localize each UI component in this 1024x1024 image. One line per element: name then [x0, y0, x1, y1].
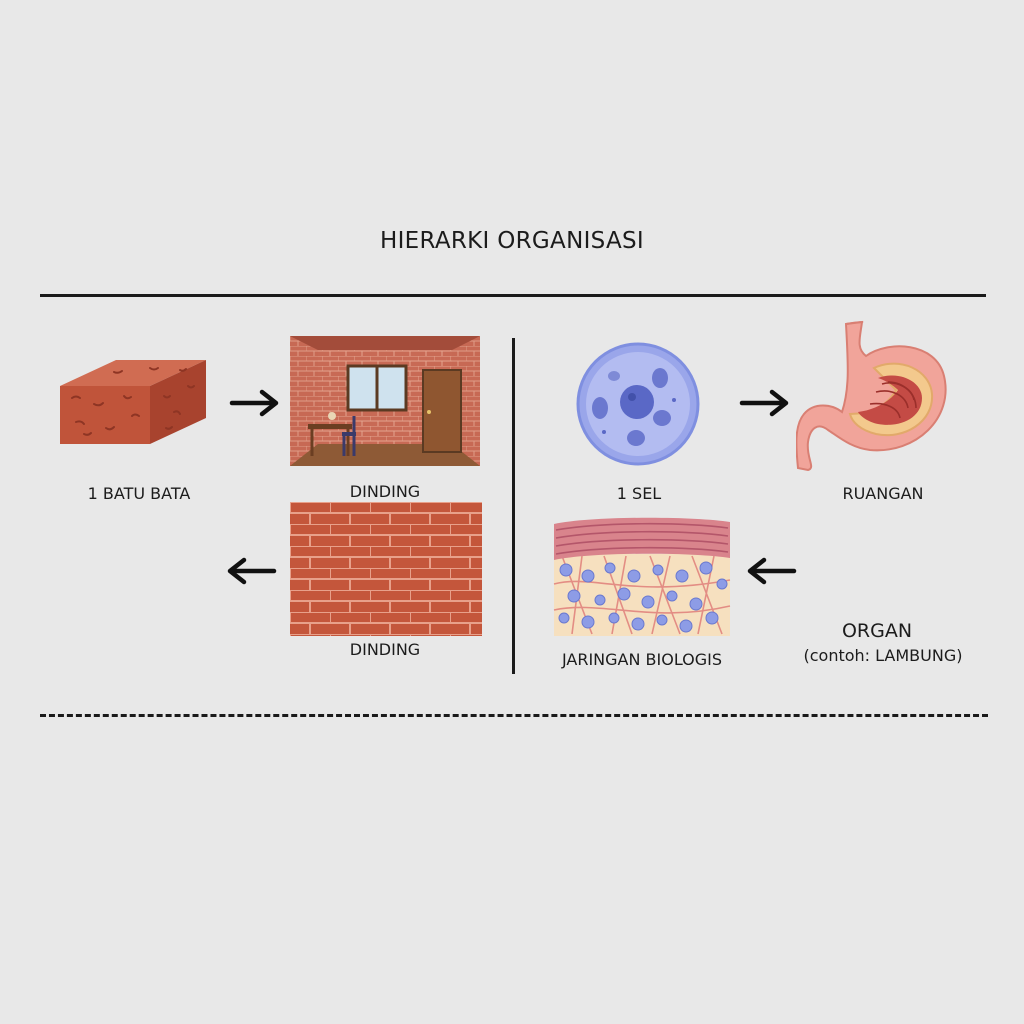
brick-wall-icon: [290, 502, 482, 636]
arrow-left-icon: [742, 556, 798, 586]
stomach-label: RUANGAN: [842, 484, 924, 503]
brick-icon: [54, 346, 212, 456]
page-title: HIERARKI ORGANISASI: [379, 228, 645, 254]
dashed-separator: [40, 714, 988, 717]
stomach-icon: [796, 318, 956, 474]
tissue-icon: [552, 514, 732, 638]
brick-room-icon: [290, 336, 480, 466]
tissue-label: JARINGAN BIOLOGIS: [561, 650, 723, 669]
room-label: DINDING: [349, 482, 421, 501]
cell-icon: [574, 340, 702, 468]
title-divider: [40, 294, 986, 297]
cell-label: 1 SEL: [616, 484, 662, 503]
organ-example-label: (contoh: LAMBUNG): [803, 646, 963, 665]
arrow-right-icon: [738, 388, 794, 418]
arrow-right-icon: [228, 388, 284, 418]
organ-label: ORGAN: [841, 620, 913, 642]
brick-label: 1 BATU BATA: [87, 484, 191, 503]
center-divider: [512, 338, 515, 674]
wall-label: DINDING: [349, 640, 421, 659]
arrow-left-icon: [222, 556, 278, 586]
